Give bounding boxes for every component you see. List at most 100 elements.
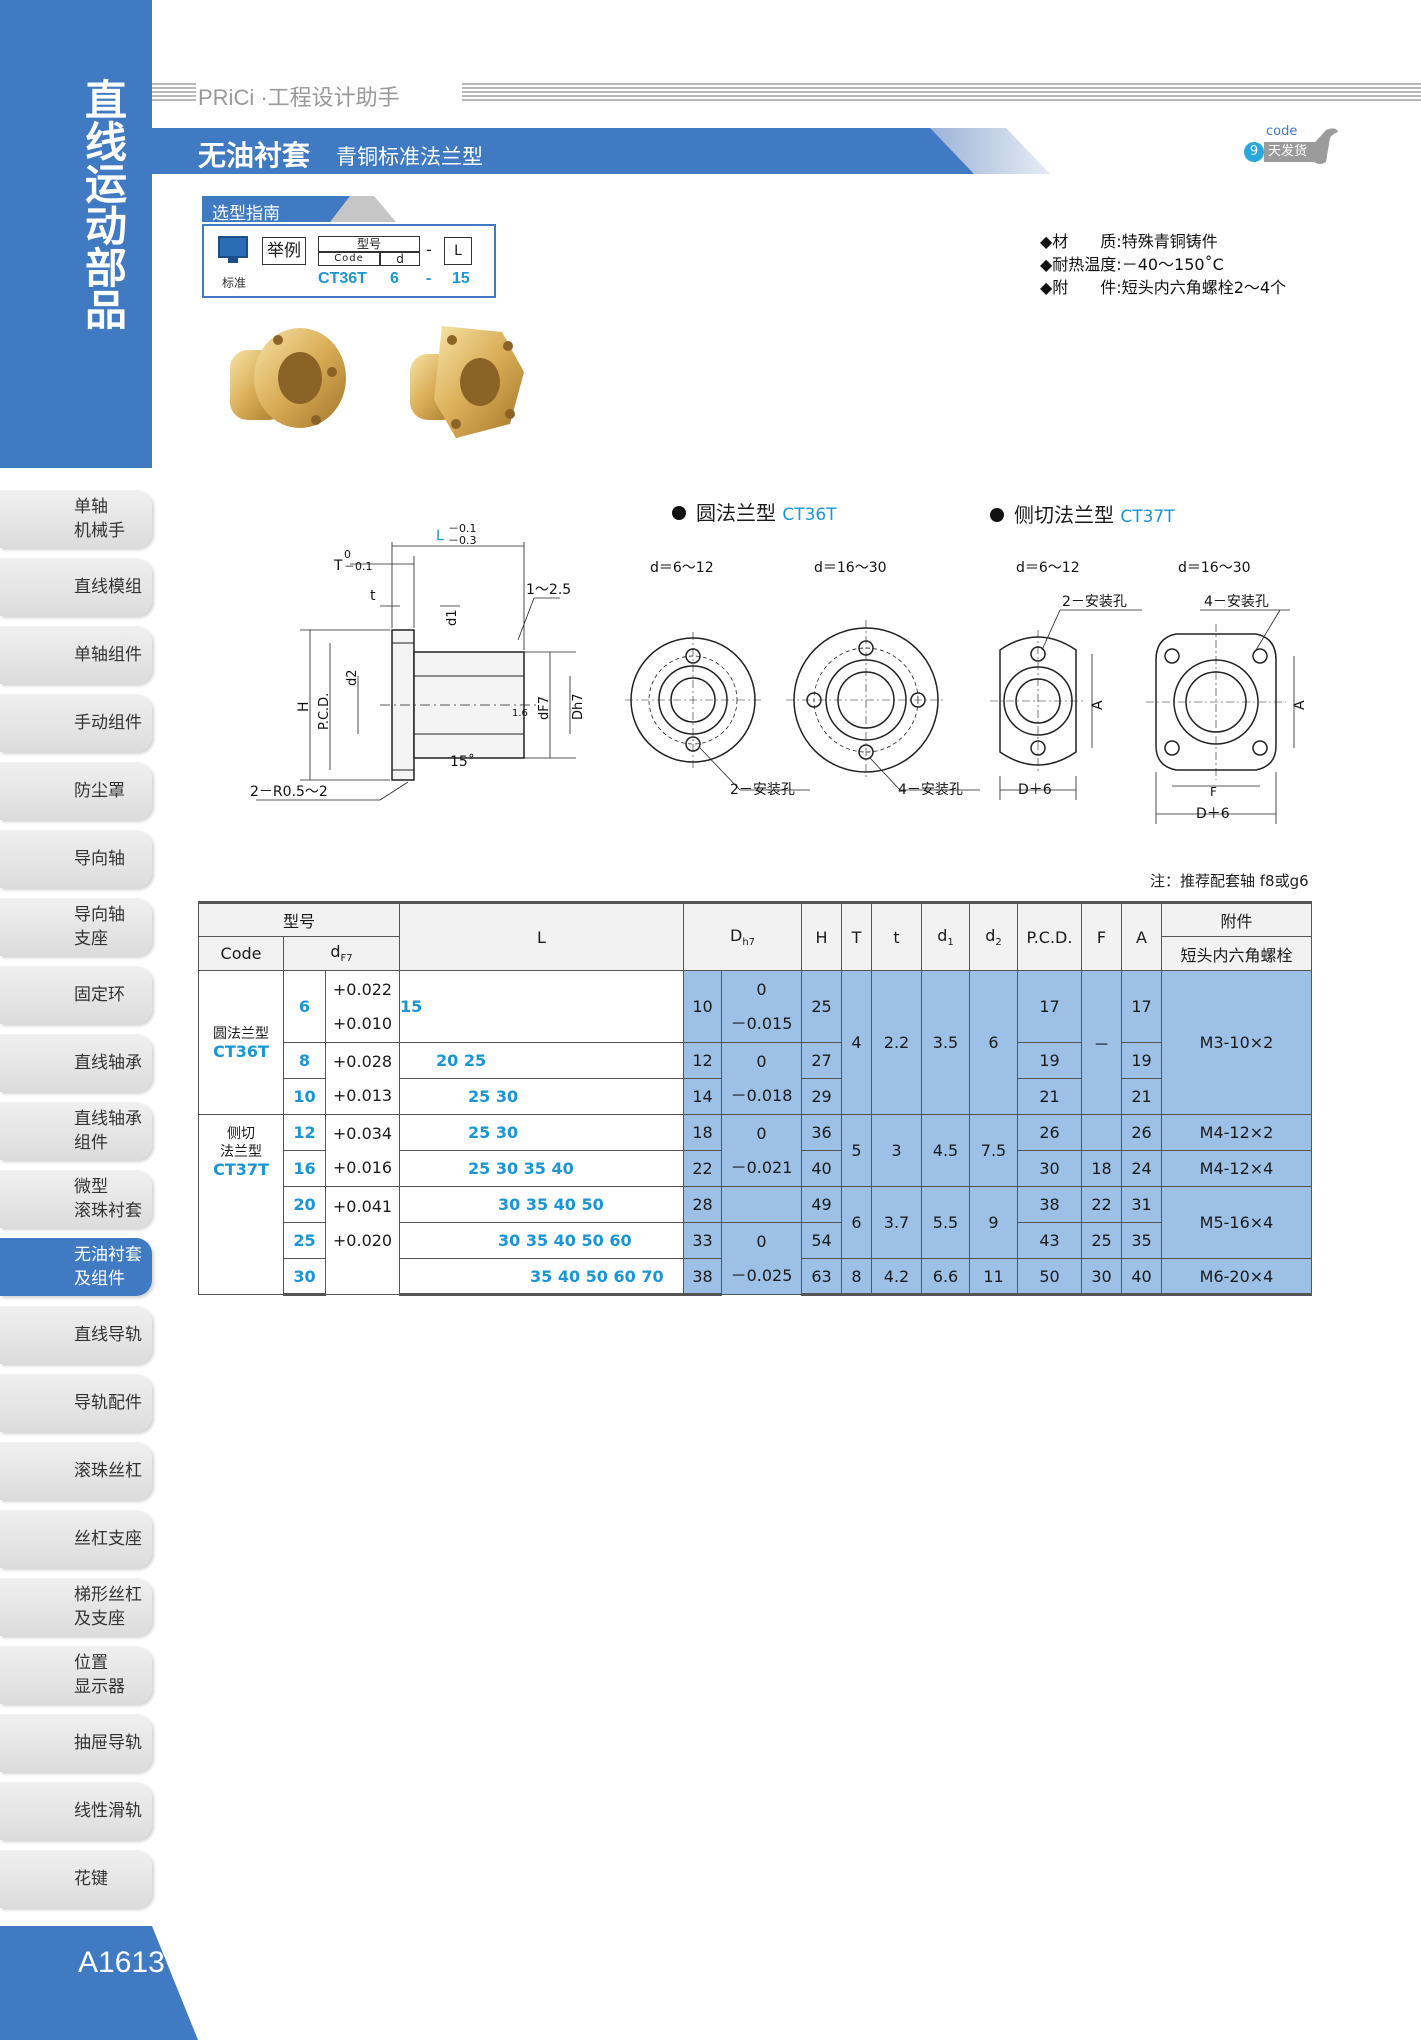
table-cell-H: 40 bbox=[801, 1150, 842, 1187]
sidebar-item-spline[interactable]: 花键 bbox=[0, 1850, 152, 1908]
table-cell-PCD: 30 bbox=[1017, 1150, 1082, 1187]
sidebar-item-position-indicator[interactable]: 位置 显示器 bbox=[0, 1646, 152, 1704]
sidebar-item-label: 丝杠支座 bbox=[74, 1529, 142, 1549]
page-number-block: A1613 bbox=[0, 1926, 198, 2040]
dim-d1: d1 bbox=[445, 609, 460, 626]
header-accessory: 附件 bbox=[1161, 901, 1312, 937]
table-cell-L: 35 40 50 60 70 bbox=[399, 1258, 684, 1296]
sidebar-item-linear-bearing[interactable]: 直线轴承 bbox=[0, 1034, 152, 1092]
table-cell-d: 10 bbox=[283, 1078, 326, 1115]
ship-days-text: 天发货 bbox=[1264, 142, 1326, 162]
dim-dF7: dF7 bbox=[537, 696, 552, 720]
table-cell-T: 8 bbox=[841, 1258, 872, 1296]
header-D: Dh7 bbox=[683, 901, 802, 971]
monitor-icon bbox=[218, 236, 248, 258]
d-range-large-cut: d＝16～30 bbox=[1178, 560, 1251, 576]
table-cell-d: 8 bbox=[283, 1042, 326, 1079]
table-cell-L: 25 30 bbox=[399, 1114, 684, 1151]
header-model: 型号 bbox=[198, 901, 400, 937]
sidebar-item-label: 直线导轨 bbox=[74, 1325, 142, 1345]
dtol-top: +0.028 bbox=[332, 1051, 393, 1071]
table-cell-d2: 7.5 bbox=[969, 1114, 1018, 1187]
Dtol-top: 0 bbox=[756, 979, 767, 999]
sidebar-item-label: 直线模组 bbox=[74, 577, 142, 597]
header-L: L bbox=[399, 901, 684, 971]
table-cell-t: 3.7 bbox=[871, 1186, 922, 1259]
technical-drawings: L －0.1 －0.3 T 0 －0.1 t d1 d2 H P.C.D. 1～… bbox=[250, 522, 1308, 824]
sidebar-item-shaft-support[interactable]: 导向轴 支座 bbox=[0, 898, 152, 956]
table-cell-F: 22 bbox=[1081, 1186, 1122, 1223]
table-cell-L: 20 25 bbox=[399, 1042, 684, 1079]
table-cell-d2: 11 bbox=[969, 1258, 1018, 1296]
table-cell-F: 25 bbox=[1081, 1222, 1122, 1259]
dim-d2: d2 bbox=[345, 669, 360, 686]
sidebar-item-guide-shaft[interactable]: 导向轴 bbox=[0, 830, 152, 888]
table-cell-d2: 9 bbox=[969, 1186, 1018, 1259]
sidebar-item-collar[interactable]: 固定环 bbox=[0, 966, 152, 1024]
sidebar-item-single-axis-robot[interactable]: 单轴 机械手 bbox=[0, 490, 152, 548]
sidebar-item-guide-accessories[interactable]: 导轨配件 bbox=[0, 1374, 152, 1432]
table-cell-H: 36 bbox=[801, 1114, 842, 1151]
header-d-label: d bbox=[330, 942, 341, 962]
table-cell-H: 29 bbox=[801, 1078, 842, 1115]
dim-F: F bbox=[1210, 785, 1217, 799]
dim-A-large: A bbox=[1292, 700, 1308, 710]
header-d1: d1 bbox=[921, 901, 970, 971]
table-cell-D: 10 bbox=[683, 970, 722, 1043]
sidebar-item-ball-screw[interactable]: 滚珠丝杠 bbox=[0, 1442, 152, 1500]
table-cell-T: 4 bbox=[841, 970, 872, 1115]
sidebar-item-linear-guide[interactable]: 直线导轨 bbox=[0, 1306, 152, 1364]
table-cell-A: 26 bbox=[1121, 1114, 1162, 1151]
header-F: F bbox=[1081, 901, 1122, 971]
header-H: H bbox=[801, 901, 842, 971]
dtol-bottom: +0.016 bbox=[332, 1157, 393, 1177]
dtol-top: +0.034 bbox=[332, 1123, 393, 1143]
table-cell-PCD: 17 bbox=[1017, 970, 1082, 1043]
d-range-large-round: d＝16～30 bbox=[814, 560, 887, 576]
header-d: dF7 bbox=[283, 936, 400, 971]
Dtol-bottom: －0.015 bbox=[730, 1013, 793, 1033]
header-T: T bbox=[841, 901, 872, 971]
sidebar-item-screw-support[interactable]: 丝杠支座 bbox=[0, 1510, 152, 1568]
table-cell-L: 25 30 bbox=[399, 1078, 684, 1115]
sidebar-item-label: 微型 滚珠衬套 bbox=[74, 1177, 142, 1221]
dim-Dh7: Dh7 bbox=[571, 693, 586, 720]
table-cell-Dtol: 0－0.021 bbox=[721, 1114, 802, 1187]
sidebar-item-drawer-slide[interactable]: 抽屉导轨 bbox=[0, 1714, 152, 1772]
dim-chamfer: 1～2.5 bbox=[526, 582, 571, 598]
sidebar-item-manual-unit[interactable]: 手动组件 bbox=[0, 694, 152, 752]
sidebar-item-miniature-ball-bushing[interactable]: 微型 滚珠衬套 bbox=[0, 1170, 152, 1228]
side-section-view bbox=[256, 542, 576, 801]
Dtol-bottom: －0.018 bbox=[730, 1085, 793, 1105]
table-cell-d: 30 bbox=[283, 1258, 326, 1296]
sidebar-item-dust-cover[interactable]: 防尘罩 bbox=[0, 762, 152, 820]
header-D-label: D bbox=[729, 925, 743, 945]
spec-material: ◆材 质:特殊青铜铸件 bbox=[1040, 232, 1218, 251]
table-cell-T: 5 bbox=[841, 1114, 872, 1187]
dim-T-tol-top: 0 bbox=[344, 548, 351, 561]
sidebar-item-linear-bearing-unit[interactable]: 直线轴承 组件 bbox=[0, 1102, 152, 1160]
sidebar-item-trapezoidal-screw[interactable]: 梯形丝杠 及支座 bbox=[0, 1578, 152, 1636]
sidebar-item-oil-free-bushing[interactable]: 无油衬套 及组件 bbox=[0, 1238, 152, 1296]
guide-title: 选型指南 bbox=[212, 204, 280, 224]
sidebar-item-label: 固定环 bbox=[74, 985, 125, 1005]
table-cell-H: 25 bbox=[801, 970, 842, 1043]
sidebar-item-label: 抽屉导轨 bbox=[74, 1733, 142, 1753]
dtol-top: +0.022 bbox=[332, 979, 393, 999]
sidebar-item-linear-module[interactable]: 直线模组 bbox=[0, 558, 152, 616]
header-accessory-sub: 短头内六角螺栓 bbox=[1161, 936, 1312, 971]
recommended-shaft-note: 注：推荐配套轴 f8或g6 bbox=[1150, 872, 1309, 890]
table-cell-t: 2.2 bbox=[871, 970, 922, 1115]
d-range-small-cut: d＝6～12 bbox=[1016, 560, 1080, 576]
dim-T: T bbox=[333, 558, 343, 574]
header-rule-right bbox=[462, 83, 1421, 101]
table-cell-d: 6 bbox=[283, 970, 326, 1043]
dtol-bottom: +0.010 bbox=[332, 1013, 393, 1033]
table-cell-T: 6 bbox=[841, 1186, 872, 1259]
sidebar-item-linear-slide[interactable]: 线性滑轨 bbox=[0, 1782, 152, 1840]
sidebar-item-single-axis-unit[interactable]: 单轴组件 bbox=[0, 626, 152, 684]
guide-box bbox=[202, 224, 496, 298]
table-cell-t: 4.2 bbox=[871, 1258, 922, 1296]
header-d2-label: d bbox=[985, 925, 996, 945]
table-cell-accessory: M4-12×2 bbox=[1161, 1114, 1312, 1151]
